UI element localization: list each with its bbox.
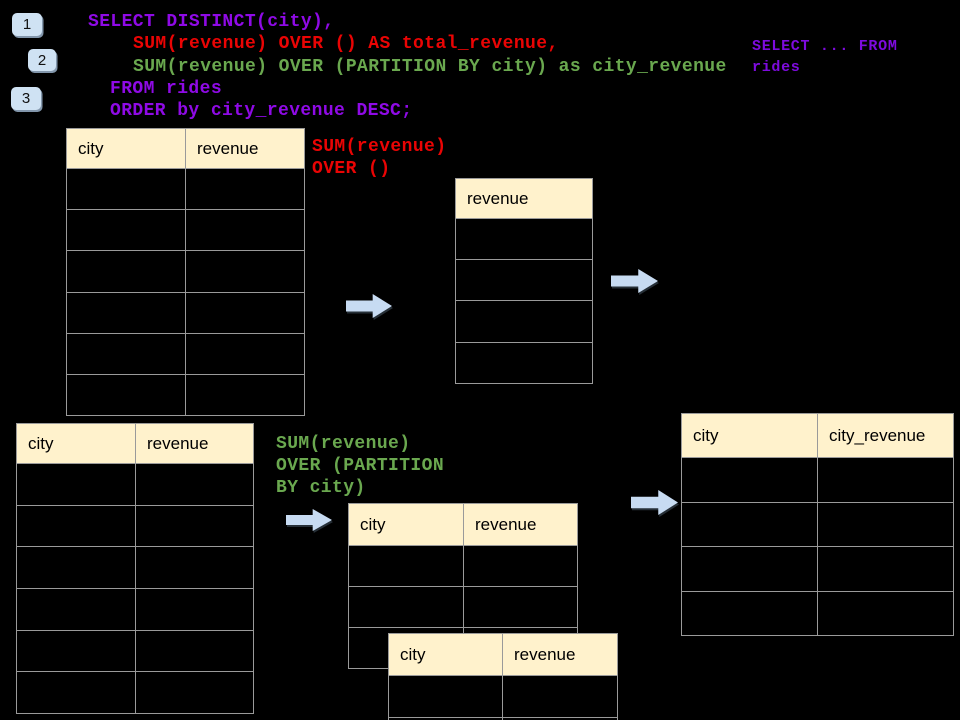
- table-cell-empty: [136, 547, 254, 590]
- table-cell-empty: [67, 292, 186, 334]
- table-total-revenue: revenue: [455, 178, 593, 384]
- table-cell-empty: [818, 547, 954, 592]
- column-header: city_revenue: [818, 414, 954, 458]
- table-cell-empty: [17, 505, 136, 548]
- table-cell-empty: [349, 546, 464, 587]
- table-cell-empty: [464, 546, 578, 587]
- table-cell-empty: [67, 169, 186, 211]
- table-cell-empty: [682, 458, 818, 503]
- table-cell-empty: [17, 630, 136, 673]
- column-header: city: [389, 634, 503, 676]
- table-cell-empty: [818, 591, 954, 636]
- annotation-sum-partition-by-city: SUM(revenue) OVER (PARTITION BY city): [276, 434, 445, 498]
- arrow-right-icon: [286, 509, 332, 531]
- table-cell-empty: [818, 458, 954, 503]
- table-cell-empty: [456, 219, 593, 261]
- sql-code-line: SELECT DISTINCT(city),: [88, 12, 335, 32]
- table-cell-empty: [186, 333, 305, 375]
- table-cell-empty: [186, 251, 305, 293]
- column-header: revenue: [503, 634, 618, 676]
- sql-query-code: SELECT DISTINCT(city),SUM(revenue) OVER …: [88, 11, 727, 122]
- table-cell-empty: [136, 589, 254, 631]
- step-badge-1: 1: [12, 13, 42, 36]
- column-header: revenue: [464, 504, 578, 546]
- arrow-right-icon: [346, 294, 392, 318]
- table-cell-empty: [67, 333, 186, 375]
- column-header: revenue: [136, 424, 254, 464]
- column-header: revenue: [186, 129, 305, 169]
- table-cell-empty: [349, 587, 464, 628]
- table-cell-empty: [503, 676, 618, 718]
- table-cell-empty: [17, 589, 136, 631]
- table-cell-empty: [136, 464, 254, 506]
- column-header: city: [349, 504, 464, 546]
- table-cell-empty: [67, 210, 186, 252]
- sql-code-line: SUM(revenue) OVER (PARTITION BY city) as…: [133, 56, 727, 77]
- table-cell-empty: [136, 630, 254, 673]
- column-header: city: [67, 129, 186, 169]
- table-cell-empty: [17, 464, 136, 506]
- table-cell-empty: [67, 374, 186, 417]
- table-cell-empty: [464, 587, 578, 628]
- table-cell-empty: [389, 676, 503, 718]
- table-cell-empty: [136, 672, 254, 715]
- sql-code-line: ORDER by city_revenue DESC;: [110, 101, 413, 122]
- column-header: revenue: [456, 179, 593, 219]
- annotation-sum-over-all: SUM(revenue) OVER (): [312, 137, 447, 179]
- table-cell-empty: [456, 342, 593, 384]
- step-badge-3: 3: [11, 87, 41, 110]
- table-cell-empty: [682, 591, 818, 636]
- table-cell-empty: [186, 210, 305, 252]
- table-cell-empty: [503, 718, 618, 720]
- sql-code-line: SUM(revenue) OVER () AS total_revenue,: [133, 34, 559, 55]
- arrow-right-icon: [631, 490, 678, 515]
- arrow-right-icon: [611, 269, 658, 293]
- table-cell-empty: [682, 502, 818, 547]
- column-header: city: [682, 414, 818, 458]
- table-cell-empty: [456, 260, 593, 302]
- sql-code-line: FROM rides: [110, 78, 223, 99]
- table-cell-empty: [186, 292, 305, 334]
- step-badge-2: 2: [28, 49, 56, 71]
- table-cell-empty: [186, 169, 305, 211]
- table-cell-empty: [456, 301, 593, 343]
- table-cell-empty: [682, 547, 818, 592]
- table-cell-empty: [67, 251, 186, 293]
- table-cell-empty: [17, 672, 136, 715]
- table-cell-empty: [186, 374, 305, 417]
- query-source-note: SELECT ... FROM rides: [752, 38, 898, 76]
- table-cell-empty: [17, 547, 136, 590]
- column-header: city: [17, 424, 136, 464]
- table-cell-empty: [818, 502, 954, 547]
- table-cell-empty: [389, 718, 503, 720]
- table-cell-empty: [136, 505, 254, 548]
